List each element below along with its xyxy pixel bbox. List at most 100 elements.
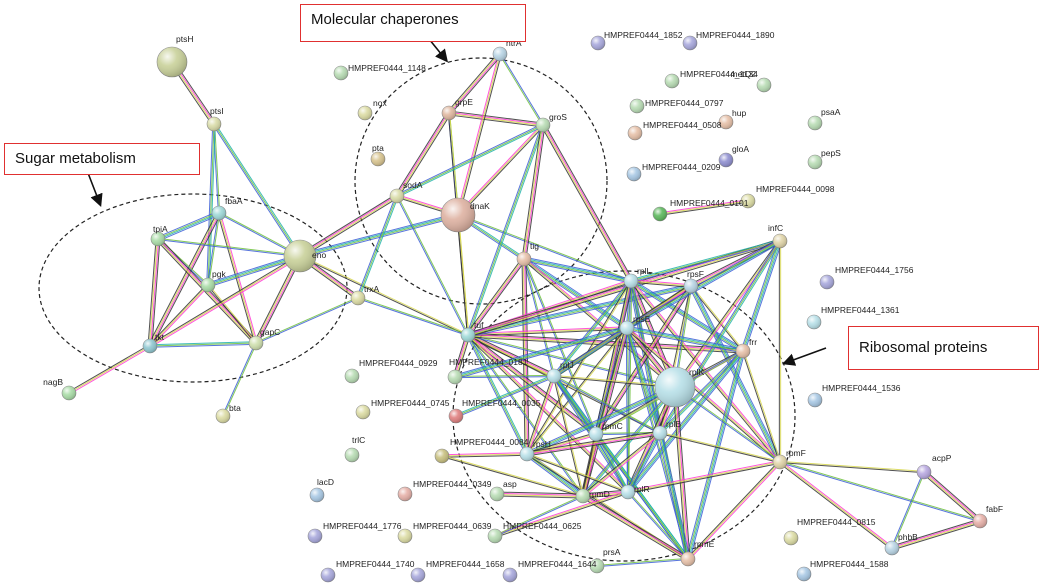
node-psaA[interactable]: psaA — [807, 107, 841, 131]
node-n0625[interactable]: HMPREF0444_0625 — [487, 521, 582, 544]
node-n0209[interactable]: HMPREF0444_0209 — [626, 162, 721, 182]
node-rpsH[interactable]: rpsH — [519, 439, 551, 462]
node-acpP[interactable]: acpP — [916, 453, 952, 480]
node-n1644[interactable]: HMPREF0444_1644 — [502, 559, 597, 583]
node-rpsF[interactable]: rpsF — [683, 269, 704, 294]
node-n0797[interactable]: HMPREF0444_0797 — [629, 98, 724, 114]
node-label: HMPREF0444_0797 — [645, 98, 724, 108]
node-n1776[interactable]: HMPREF0444_1776 — [307, 521, 402, 544]
node-asp[interactable]: asp — [489, 479, 517, 502]
node-trxA[interactable]: trxA — [350, 284, 379, 306]
node-pgk[interactable]: pgk — [200, 269, 226, 293]
edge-groS-ntrA — [499, 53, 544, 126]
node-tuf[interactable]: tuf — [460, 320, 484, 343]
edge-strand — [468, 333, 630, 492]
node-prsA[interactable]: prsA — [589, 547, 621, 574]
node-shine — [310, 488, 324, 502]
node-n1890[interactable]: HMPREF0444_1890 — [682, 30, 775, 51]
edge-strand — [688, 462, 782, 561]
edge-strand — [494, 490, 628, 536]
node-ntrA[interactable]: ntrA — [492, 38, 522, 62]
node-metQ2[interactable]: metQ2 — [730, 69, 772, 93]
node-label: dnaK — [470, 201, 490, 211]
node-dnaK[interactable]: dnaK — [440, 197, 490, 233]
node-n1361[interactable]: HMPREF0444_1361 — [806, 305, 900, 330]
node-label: rpsE — [633, 314, 651, 324]
node-n1852[interactable]: HMPREF0444_1852 — [590, 30, 683, 51]
node-rplB[interactable]: rplB — [652, 419, 681, 441]
node-rplJ[interactable]: rplJ — [546, 360, 574, 384]
node-ptsH[interactable]: ptsH — [156, 34, 193, 78]
node-rpmE[interactable]: rpmE — [680, 539, 715, 567]
node-nox[interactable]: nox — [357, 98, 387, 121]
node-bta[interactable]: bta — [215, 403, 241, 424]
node-pta[interactable]: pta — [370, 143, 386, 167]
node-fbaA[interactable]: fbaA — [211, 196, 243, 221]
edge-strand — [526, 385, 675, 454]
node-shine — [249, 336, 263, 350]
node-eno[interactable]: eno — [283, 239, 326, 273]
node-ptsI[interactable]: ptsI — [206, 106, 224, 132]
edge-strand — [150, 285, 210, 348]
node-label: rpmD — [589, 489, 610, 499]
node-n0181[interactable]: HMPREF0444_0181 — [447, 357, 528, 385]
node-rplR[interactable]: rplR — [620, 484, 650, 500]
edge-strand — [630, 280, 692, 287]
node-lacD[interactable]: lacD — [309, 477, 334, 503]
node-rplL[interactable]: rplL — [623, 266, 651, 289]
edge-strand — [779, 461, 893, 549]
node-n1134[interactable]: HMPREF0444_1134 — [664, 69, 758, 89]
node-n0101[interactable]: HMPREF0444_0101 — [652, 198, 749, 222]
node-gloA[interactable]: gloA — [718, 144, 749, 168]
node-tpiA[interactable]: tpiA — [150, 224, 168, 247]
node-rplK[interactable]: rplK — [654, 366, 704, 408]
node-n0035[interactable]: HMPREF0444_0035 — [448, 398, 541, 424]
node-n0084[interactable]: HMPREF0444_0084 — [434, 437, 529, 464]
edge-strand — [497, 492, 584, 496]
node-n1588[interactable]: HMPREF0444_1588 — [796, 559, 889, 582]
node-n1756[interactable]: HMPREF0444_1756 — [819, 265, 914, 290]
node-tkt[interactable]: tkt — [142, 332, 165, 354]
node-hup[interactable]: hup — [718, 108, 746, 130]
node-n0929[interactable]: HMPREF0444_0929 — [344, 358, 438, 384]
node-n1148[interactable]: HMPREF0444_1148 — [333, 63, 426, 81]
edge-strand — [213, 123, 301, 257]
node-phbB[interactable]: phbB — [884, 532, 918, 556]
edge-acpP-phbB — [890, 471, 926, 549]
node-n1536[interactable]: HMPREF0444_1536 — [807, 383, 901, 408]
edge-strand — [253, 254, 299, 343]
node-n1740[interactable]: HMPREF0444_1740 — [320, 559, 415, 583]
node-rpsE[interactable]: rpsE — [619, 314, 651, 336]
node-frr[interactable]: frr — [735, 337, 757, 359]
node-tig[interactable]: tig — [516, 241, 539, 267]
node-infC[interactable]: infC — [768, 223, 788, 249]
edge-strand — [692, 284, 783, 462]
node-n0639[interactable]: HMPREF0444_0639 — [397, 521, 492, 544]
node-n0349[interactable]: HMPREF0444_0349 — [397, 479, 492, 502]
node-grpE[interactable]: grpE — [441, 97, 473, 121]
edge-strand — [582, 432, 661, 497]
node-n0098[interactable]: HMPREF0444_0098 — [740, 184, 835, 209]
edge-strand — [300, 197, 399, 259]
node-n0815[interactable]: HMPREF0444_0815 — [783, 517, 876, 546]
node-pepS[interactable]: pepS — [807, 148, 841, 170]
node-nagB[interactable]: nagB — [43, 377, 77, 401]
node-label: rpsH — [533, 439, 551, 449]
node-trlC[interactable]: trlC — [344, 435, 365, 463]
node-n0508[interactable]: HMPREF0444_0508 — [627, 120, 722, 141]
node-fabF[interactable]: fabF — [972, 504, 1003, 529]
node-n1658[interactable]: HMPREF0444_1658 — [410, 559, 505, 583]
node-sodA[interactable]: sodA — [389, 180, 423, 204]
node-groS[interactable]: groS — [535, 112, 567, 133]
edge-strand — [657, 433, 687, 560]
edge-tpiA-tkt — [147, 238, 161, 347]
node-rpmC[interactable]: rpmC — [588, 421, 623, 442]
node-shine — [321, 568, 335, 582]
node-label: tuf — [474, 320, 484, 330]
node-gapC[interactable]: gapC — [248, 327, 280, 351]
edge-strand — [659, 433, 780, 464]
node-n0745[interactable]: HMPREF0444_0745 — [355, 398, 450, 420]
node-rpmD[interactable]: rpmD — [575, 488, 610, 504]
edge-strand — [596, 432, 690, 559]
node-rpmF[interactable]: rpmF — [772, 448, 806, 470]
